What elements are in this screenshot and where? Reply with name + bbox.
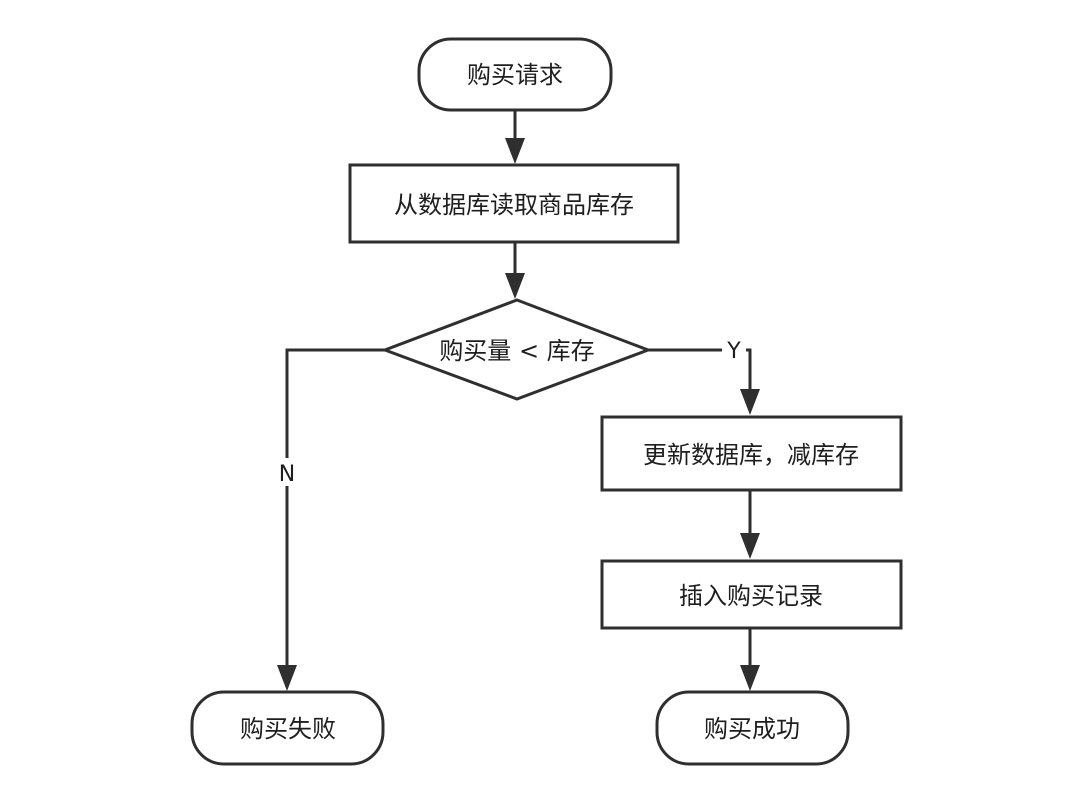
node-success-label: 购买成功 [704,715,800,743]
arrowhead-insert-to-success [740,665,760,691]
yes-label-background [722,337,746,363]
insert-record-process-shape [600,559,903,630]
node-read-stock-label: 从数据库读取商品库存 [394,191,634,219]
edge-decision-yes [648,348,752,389]
node-start-label: 购买请求 [467,61,563,89]
node-update-db: 更新数据库，减库存 [600,415,903,492]
node-read-stock: 从数据库读取商品库存 [348,163,680,244]
read-stock-process-shape [348,163,680,244]
start-terminal-shape [417,37,613,112]
node-decision: 购买量 < 库存 [380,298,653,401]
arrowhead-decision-yes [740,389,760,415]
node-decision-label: 购买量 < 库存 [439,337,594,365]
node-update-db-label: 更新数据库，减库存 [643,441,859,469]
edge-decision-no [285,348,385,665]
edge-no-label: N [279,462,295,487]
node-insert-record: 插入购买记录 [600,559,903,630]
node-fail: 购买失败 [190,690,385,766]
arrowhead-read-to-decision [505,273,525,299]
node-success: 购买成功 [655,690,850,766]
no-label-background [274,458,300,486]
fail-terminal-shape [190,690,385,766]
arrowhead-update-to-insert [740,533,760,559]
edge-yes-label: Y [726,339,741,364]
arrowhead-decision-no [277,665,297,691]
node-fail-label: 购买失败 [240,715,336,743]
node-insert-record-label: 插入购买记录 [679,582,823,610]
arrowhead-start-to-read [505,138,525,164]
update-db-process-shape [600,415,903,492]
decision-diamond-shape [380,298,653,401]
node-start: 购买请求 [417,37,613,112]
success-terminal-shape [655,690,850,766]
